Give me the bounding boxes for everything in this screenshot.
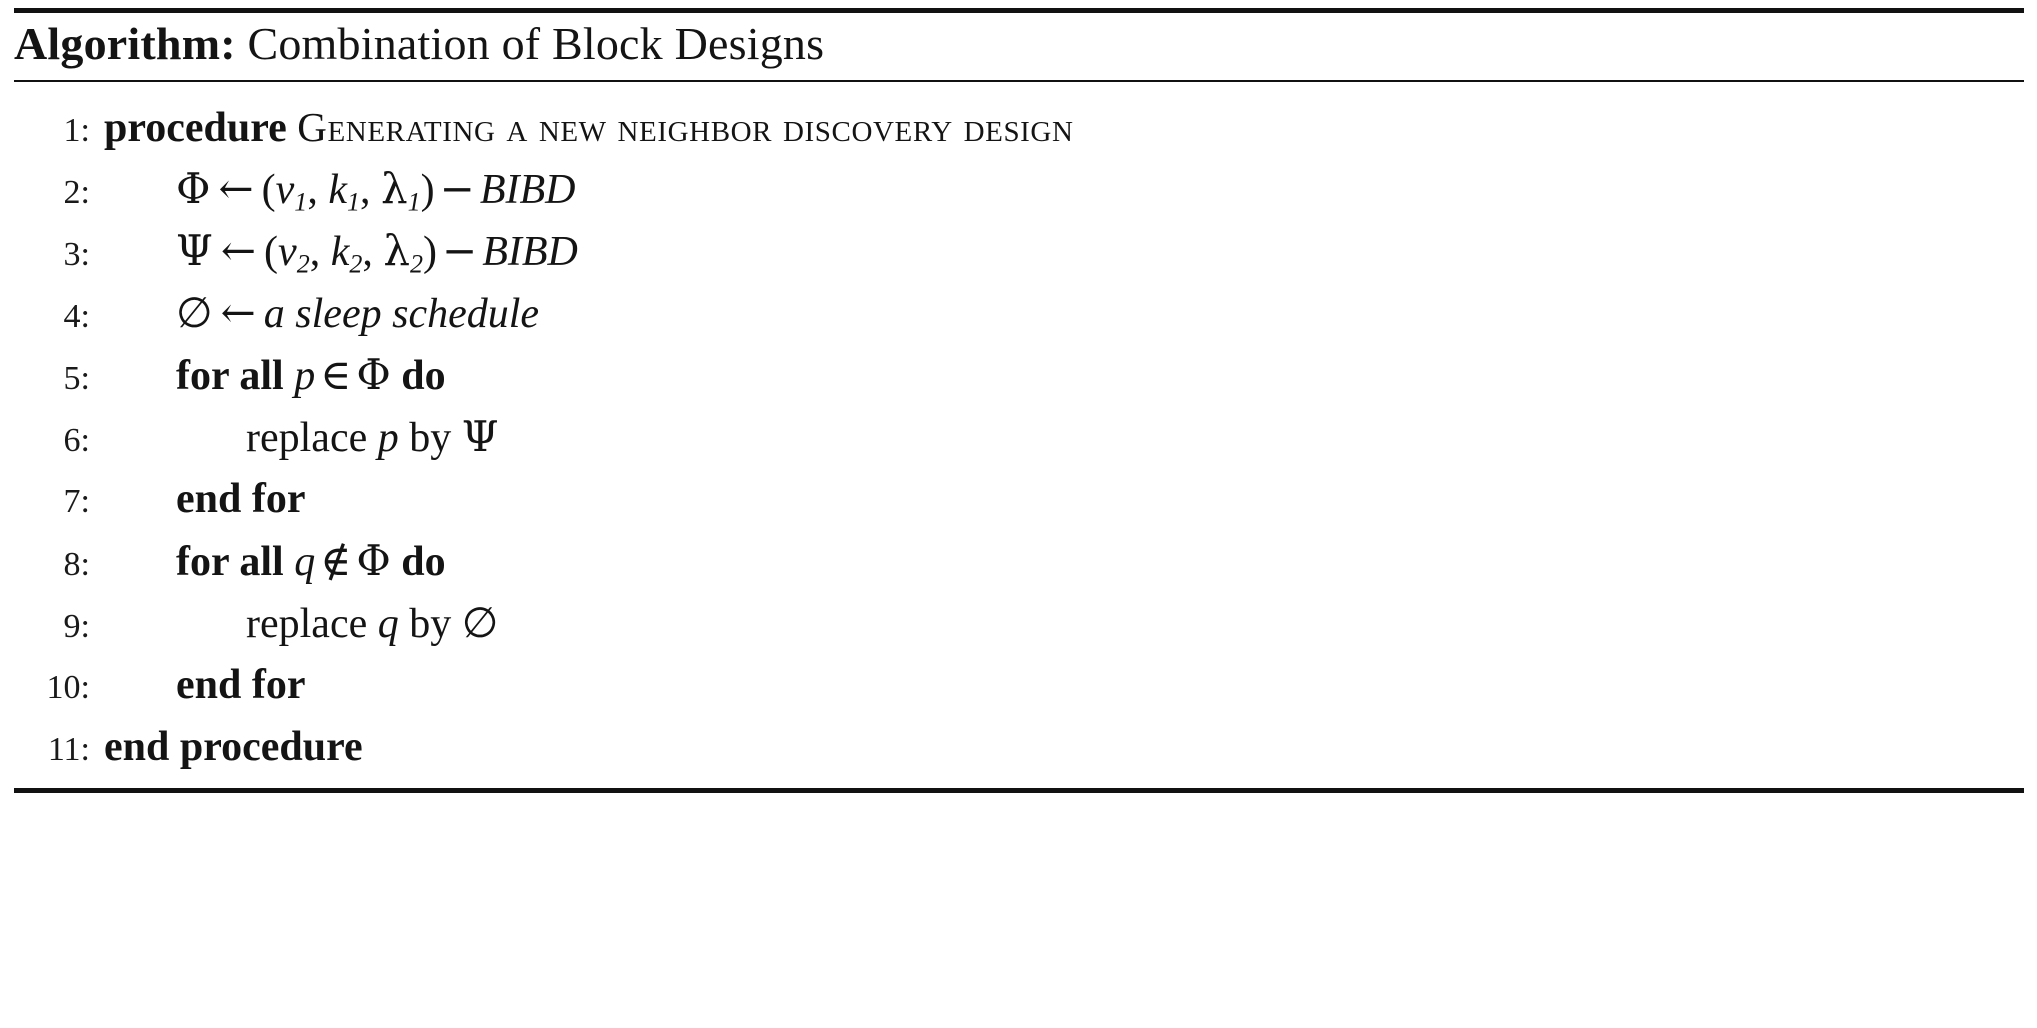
token-italic: BIBD — [482, 228, 578, 275]
algorithm-line: 5:for all p∈Φ do — [14, 344, 2024, 406]
token-greek: Ψ — [176, 225, 213, 275]
token-greek: Φ — [176, 163, 211, 213]
algorithm-line: 7: end for — [14, 468, 2024, 530]
token-greek: Φ — [356, 349, 391, 399]
line-content: replace p by Ψ — [90, 406, 2024, 469]
token-plain: by — [409, 414, 452, 461]
token-var: v — [275, 166, 295, 213]
token-italic: a sleep schedule — [263, 290, 540, 337]
token-arrow: ← — [220, 287, 256, 337]
line-number: 4: — [63, 297, 90, 335]
token-keyword: do — [401, 538, 446, 585]
algorithm-line: 2:Φ←(v1, k1, λ1)−BIBD — [14, 158, 2024, 220]
algorithm-line: 6:replace p by Ψ — [14, 406, 2024, 468]
token-var: k — [328, 166, 347, 213]
algorithm-caption: Algorithm: Combination of Block Designs — [14, 13, 2024, 80]
token-greek: Φ — [356, 535, 391, 585]
token-plain: ) — [420, 166, 435, 213]
line-number: 3: — [63, 235, 90, 273]
token-greek-var: λ — [383, 225, 411, 275]
algorithm-caption-title: Combination of Block Designs — [247, 18, 825, 69]
token-symbol: ∅ — [461, 597, 499, 647]
token-subscript: 1 — [346, 186, 360, 216]
algorithm-top-rule — [14, 8, 2024, 13]
line-content: end for — [90, 468, 2024, 530]
algorithm-line: 9:replace q by ∅ — [14, 592, 2024, 654]
token-keyword: for all — [176, 352, 284, 399]
token-plain: replace — [246, 600, 368, 647]
token-subscript: 2 — [296, 248, 310, 278]
line-content: Ψ←(v2, k2, λ2)−BIBD — [90, 220, 2024, 295]
token-mathop: − — [442, 225, 478, 275]
token-symbol: ∅ — [176, 287, 213, 337]
token-plain: ( — [264, 228, 279, 275]
token-mathop: ∈ — [320, 349, 352, 399]
algorithm-line: 4:∅←a sleep schedule — [14, 282, 2024, 344]
token-italic: BIBD — [479, 166, 576, 213]
line-number: 1: — [63, 111, 90, 149]
algorithm-block: Algorithm: Combination of Block Designs … — [14, 8, 2024, 793]
line-content: end procedure — [90, 716, 2024, 778]
line-number: 11: — [47, 730, 90, 768]
line-number: 5: — [63, 359, 90, 397]
token-smallcaps: Generating a new neighbor discovery desi… — [297, 103, 1074, 150]
token-arrow: ← — [218, 163, 254, 213]
algorithm-line: 1:procedure Generating a new neighbor di… — [14, 96, 2024, 158]
token-subscript: 1 — [407, 186, 421, 216]
token-var: q — [294, 538, 316, 585]
token-subscript: 2 — [410, 248, 424, 278]
token-keyword: end for — [176, 661, 306, 708]
algorithm-header-rule — [14, 79, 2024, 82]
algorithm-lines-container: 1:procedure Generating a new neighbor di… — [14, 82, 2024, 788]
algorithm-line: 11: end procedure — [14, 716, 2024, 778]
algorithm-line: 3:Ψ←(v2, k2, λ2)−BIBD — [14, 220, 2024, 282]
token-keyword: end procedure — [104, 723, 363, 770]
token-plain: ( — [261, 166, 276, 213]
token-subscript: 2 — [349, 248, 363, 278]
token-mathop: − — [439, 163, 475, 213]
line-number: 8: — [63, 545, 90, 583]
line-content: for all p∈Φ do — [90, 344, 2024, 407]
algorithm-caption-label: Algorithm: — [14, 18, 236, 69]
line-content: end for — [90, 654, 2024, 716]
token-var: p — [377, 414, 399, 461]
token-keyword: end for — [176, 475, 306, 522]
line-number: 10: — [46, 668, 90, 706]
token-keyword: do — [401, 352, 446, 399]
token-keyword: for all — [176, 538, 284, 585]
token-subscript: 1 — [294, 186, 308, 216]
token-keyword: procedure — [104, 104, 287, 151]
line-content: replace q by ∅ — [90, 592, 2024, 655]
token-plain: , — [362, 228, 384, 275]
token-var: q — [377, 600, 399, 647]
line-content: for all q∉Φ do — [90, 530, 2024, 593]
token-plain: replace — [246, 414, 368, 461]
line-content: procedure Generating a new neighbor disc… — [90, 96, 2024, 159]
algorithm-line: 8:for all q∉Φ do — [14, 530, 2024, 592]
token-plain: , — [359, 166, 381, 213]
algorithm-line: 10: end for — [14, 654, 2024, 716]
line-number: 6: — [63, 421, 90, 459]
token-var: p — [294, 352, 316, 399]
token-plain: by — [409, 600, 452, 647]
token-var: v — [278, 228, 297, 275]
token-arrow: ← — [220, 225, 257, 275]
token-greek-var: λ — [380, 163, 408, 213]
token-var: k — [330, 228, 350, 275]
line-content: ∅←a sleep schedule — [90, 282, 2024, 345]
token-plain: , — [309, 228, 331, 275]
line-number: 9: — [63, 607, 90, 645]
token-plain: , — [307, 166, 329, 213]
line-number: 7: — [63, 482, 90, 520]
token-greek: Ψ — [461, 411, 499, 461]
token-mathop: ∉ — [320, 535, 352, 585]
line-content: Φ←(v1, k1, λ1)−BIBD — [90, 158, 2024, 233]
line-number: 2: — [63, 173, 90, 211]
algorithm-bottom-rule — [14, 787, 2024, 793]
token-plain: ) — [423, 228, 438, 275]
